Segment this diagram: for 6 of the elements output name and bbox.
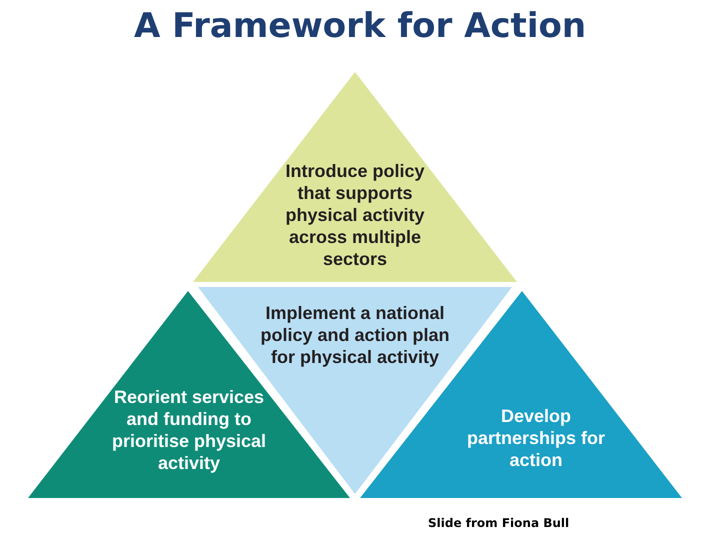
segment-text: Reorient services and funding to prioritise physical activity — [110, 386, 268, 474]
title: A Framework for Action — [132, 6, 588, 46]
segment-text: Implement a national policy and action plan for physical activity — [259, 302, 451, 368]
segment-text: Develop partnerships for action — [466, 405, 606, 471]
segment-text: Introduce policy that supports physical activity across multiple sectors — [284, 160, 426, 270]
credit-note: Slide from Fiona Bull — [428, 516, 570, 530]
